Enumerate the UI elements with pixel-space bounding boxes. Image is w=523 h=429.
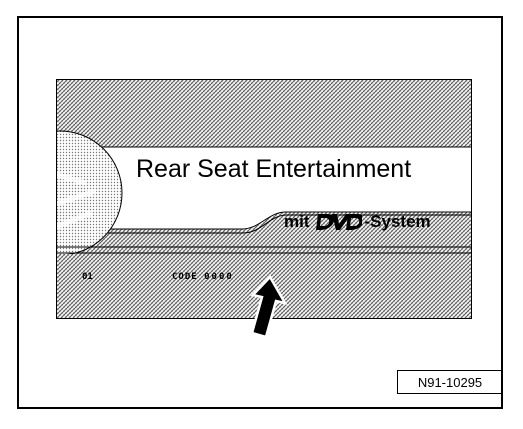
subtitle-prefix: mit [284,212,310,231]
code-readout: CODE 0000 [172,272,234,282]
figure-frame: Rear Seat Entertainment mit -System 01 C… [17,16,503,409]
white-banner [56,147,472,229]
figure-id-label: N91-10295 [397,370,503,394]
screen-title: Rear Seat Entertainment [136,155,412,183]
code-value: 0000 [204,272,234,282]
dvd-logo-icon [315,213,362,231]
pointer-arrow-icon [238,275,292,341]
track-number: 01 [82,272,93,282]
subtitle-suffix: -System [364,212,431,231]
rse-display: Rear Seat Entertainment mit -System 01 C… [56,79,472,339]
screen-subtitle: mit -System [284,212,431,232]
code-label: CODE [172,272,198,282]
